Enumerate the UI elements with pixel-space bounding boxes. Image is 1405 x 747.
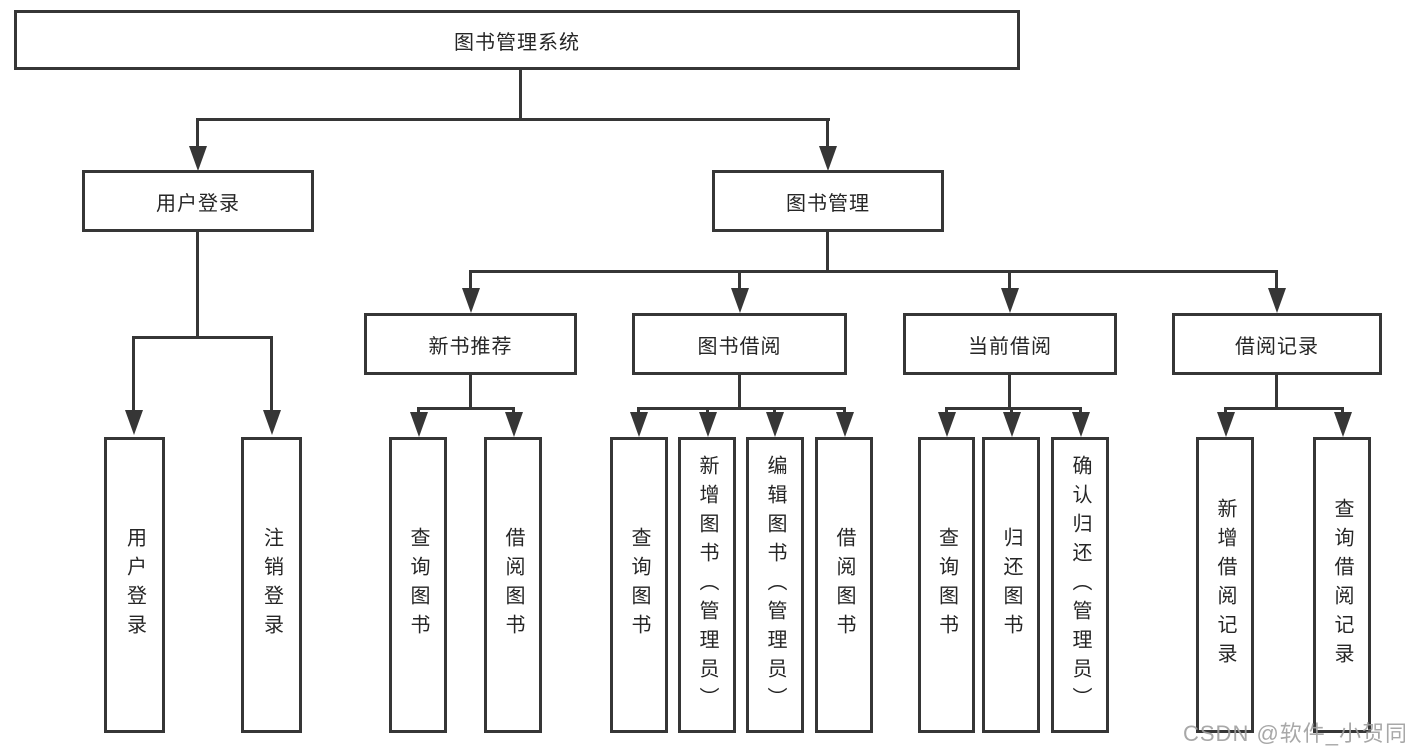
leaf-confirm-return-admin: 确认归还（管理员） xyxy=(1051,437,1109,733)
arrowhead-down-icon xyxy=(505,412,523,437)
leaf-borrow-books: 借阅图书 xyxy=(815,437,873,733)
connector-to-leaf-logout xyxy=(270,336,273,412)
leaf-add-book-admin-label: 新增图书（管理员） xyxy=(696,454,718,716)
arrowhead-down-icon xyxy=(836,412,854,437)
connector-to-book-borrow xyxy=(738,270,741,290)
connector-leaf-drop xyxy=(1079,407,1082,415)
connector-borrow-records-bar xyxy=(1224,407,1343,410)
connector-leaf-drop xyxy=(773,407,776,415)
connector-book-borrow-stem xyxy=(738,375,741,407)
arrowhead-down-icon xyxy=(410,412,428,437)
connector-root-stem xyxy=(519,70,522,118)
node-borrow-records-label: 借阅记录 xyxy=(1235,335,1319,358)
leaf-borrow-books-label: 借阅图书 xyxy=(502,527,524,643)
connector-current-borrow-stem xyxy=(1008,375,1011,407)
connector-leaf-drop xyxy=(637,407,640,415)
connector-leaf-drop xyxy=(843,407,846,415)
connector-leaf-drop xyxy=(417,407,420,415)
connector-leaf-drop xyxy=(945,407,948,415)
node-book-borrow-label: 图书借阅 xyxy=(697,335,782,358)
leaf-user-login-label: 用户登录 xyxy=(123,527,146,643)
arrowhead-down-icon xyxy=(766,412,784,437)
connector-new-book-stem xyxy=(469,375,472,407)
leaf-borrow-books-label: 借阅图书 xyxy=(833,527,855,643)
leaf-logout: 注销登录 xyxy=(241,437,302,733)
leaf-logout-label: 注销登录 xyxy=(260,527,283,643)
arrowhead-down-icon xyxy=(462,288,480,313)
arrowhead-down-icon xyxy=(1003,412,1021,437)
node-current-borrow-label: 当前借阅 xyxy=(968,335,1052,358)
leaf-edit-book-admin: 编辑图书（管理员） xyxy=(746,437,804,733)
arrowhead-down-icon xyxy=(1217,412,1235,437)
connector-leaf-drop xyxy=(512,407,515,415)
arrowhead-down-icon xyxy=(263,410,281,435)
connector-to-book-management xyxy=(826,118,829,148)
connector-new-book-bar xyxy=(418,407,515,410)
leaf-add-borrow-record: 新增借阅记录 xyxy=(1196,437,1254,733)
connector-to-new-book xyxy=(469,270,472,290)
connector-to-user-login xyxy=(196,118,199,148)
connector-leaf-drop xyxy=(1341,407,1344,415)
leaf-add-book-admin: 新增图书（管理员） xyxy=(678,437,736,733)
leaf-query-books-recommend: 查询图书 xyxy=(389,437,447,733)
connector-to-borrow-records xyxy=(1275,270,1278,290)
leaf-query-books-label: 查询图书 xyxy=(407,527,429,643)
leaf-query-borrow-record: 查询借阅记录 xyxy=(1313,437,1371,733)
arrowhead-down-icon xyxy=(1072,412,1090,437)
leaf-query-books-borrow: 查询图书 xyxy=(610,437,668,733)
connector-root-branch-bar xyxy=(197,118,830,121)
leaf-user-login: 用户登录 xyxy=(104,437,165,733)
leaf-confirm-return-admin-label: 确认归还（管理员） xyxy=(1069,454,1091,716)
connector-user-login-stem xyxy=(196,232,199,336)
leaf-query-books-label: 查询图书 xyxy=(628,527,650,643)
node-book-borrow: 图书借阅 xyxy=(632,313,847,375)
leaf-borrow-books-recommend: 借阅图书 xyxy=(484,437,542,733)
arrowhead-down-icon xyxy=(938,412,956,437)
node-root-library-system: 图书管理系统 xyxy=(14,10,1020,70)
arrowhead-down-icon xyxy=(630,412,648,437)
arrowhead-down-icon xyxy=(699,412,717,437)
leaf-add-borrow-record-label: 新增借阅记录 xyxy=(1214,498,1236,672)
connector-user-login-bar xyxy=(133,336,273,339)
leaf-edit-book-admin-label: 编辑图书（管理员） xyxy=(764,454,786,716)
connector-book-borrow-bar xyxy=(637,407,845,410)
node-new-book-recommend-label: 新书推荐 xyxy=(428,335,513,358)
arrowhead-down-icon xyxy=(1001,288,1019,313)
connector-borrow-records-stem xyxy=(1275,375,1278,407)
node-book-management: 图书管理 xyxy=(712,170,944,232)
connector-leaf-drop xyxy=(1224,407,1227,415)
leaf-return-book: 归还图书 xyxy=(982,437,1040,733)
connector-current-borrow-bar xyxy=(945,407,1081,410)
leaf-query-books-current: 查询图书 xyxy=(918,437,975,733)
connector-to-leaf-user-login xyxy=(132,336,135,412)
node-new-book-recommend: 新书推荐 xyxy=(364,313,577,375)
connector-book-management-bar xyxy=(470,270,1278,273)
arrowhead-down-icon xyxy=(1268,288,1286,313)
leaf-query-books-label: 查询图书 xyxy=(935,527,958,643)
connector-to-current-borrow xyxy=(1008,270,1011,290)
arrowhead-down-icon xyxy=(125,410,143,435)
arrowhead-down-icon xyxy=(1334,412,1352,437)
leaf-return-book-label: 归还图书 xyxy=(1000,527,1022,643)
csdn-watermark: CSDN @软件_小贺同学 xyxy=(1183,721,1405,746)
connector-book-management-stem xyxy=(826,232,829,272)
arrowhead-down-icon xyxy=(189,146,207,171)
connector-leaf-drop xyxy=(1010,407,1013,415)
node-current-borrow: 当前借阅 xyxy=(903,313,1117,375)
leaf-query-borrow-record-label: 查询借阅记录 xyxy=(1331,498,1353,672)
node-borrow-records: 借阅记录 xyxy=(1172,313,1382,375)
connector-leaf-drop xyxy=(706,407,709,415)
node-root-label: 图书管理系统 xyxy=(454,31,580,54)
node-book-management-label: 图书管理 xyxy=(786,192,870,215)
node-user-login-label: 用户登录 xyxy=(156,192,240,215)
arrowhead-down-icon xyxy=(819,146,837,171)
node-user-login: 用户登录 xyxy=(82,170,314,232)
arrowhead-down-icon xyxy=(731,288,749,313)
